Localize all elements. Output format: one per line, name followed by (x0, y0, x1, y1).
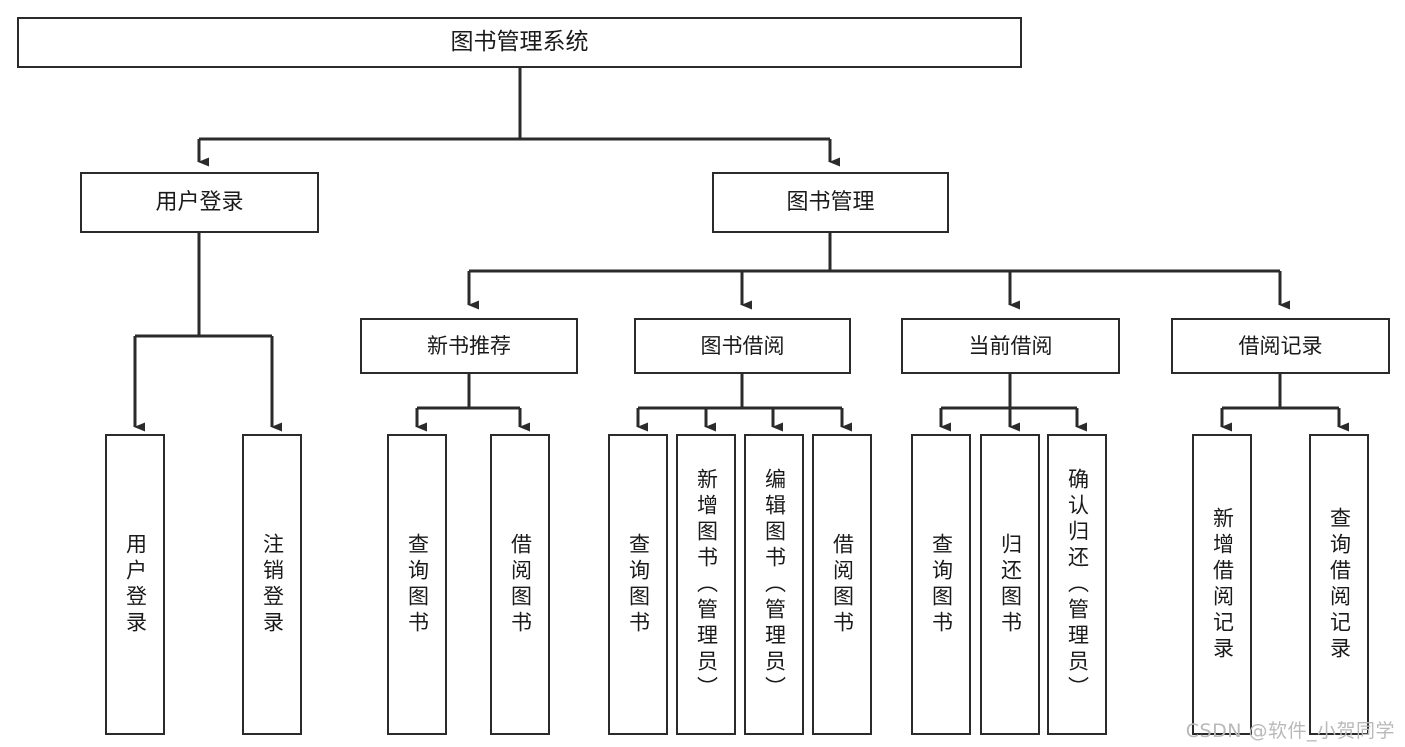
node-leaf-confirm-return-admin-label: 确认归还（管理员） (1065, 467, 1090, 702)
node-user-login-label: 用户登录 (155, 189, 244, 215)
node-leaf-edit-book-admin-label: 编辑图书（管理员） (762, 467, 787, 702)
node-root-label: 图书管理系统 (450, 28, 589, 55)
node-new-book-recommend[interactable]: 新书推荐 (360, 318, 578, 374)
node-leaf-query-borrow-record-label: 查询借阅记录 (1327, 506, 1352, 663)
node-book-borrow[interactable]: 图书借阅 (634, 318, 851, 374)
node-leaf-confirm-return-admin[interactable]: 确认归还（管理员） (1047, 434, 1107, 735)
node-leaf-query-book-3[interactable]: 查询图书 (911, 434, 971, 735)
node-leaf-edit-book-admin[interactable]: 编辑图书（管理员） (744, 434, 804, 735)
node-leaf-borrow-book-1[interactable]: 借阅图书 (490, 434, 550, 735)
node-leaf-logout-login[interactable]: 注销登录 (242, 434, 302, 735)
node-leaf-user-login-label: 用户登录 (123, 532, 148, 637)
node-leaf-add-borrow-record[interactable]: 新增借阅记录 (1192, 434, 1252, 735)
csdn-watermark: CSDN @软件_小贺同学 (1185, 720, 1395, 742)
node-leaf-user-login[interactable]: 用户登录 (105, 434, 165, 735)
node-leaf-borrow-book-2-label: 借阅图书 (830, 532, 855, 637)
node-borrow-record[interactable]: 借阅记录 (1171, 318, 1390, 374)
node-leaf-borrow-book-1-label: 借阅图书 (508, 532, 533, 637)
node-root[interactable]: 图书管理系统 (17, 17, 1022, 68)
node-leaf-add-book-admin[interactable]: 新增图书（管理员） (676, 434, 736, 735)
node-leaf-query-book-3-label: 查询图书 (929, 532, 954, 637)
node-leaf-return-book[interactable]: 归还图书 (980, 434, 1040, 735)
node-leaf-query-book-1-label: 查询图书 (405, 532, 430, 637)
node-leaf-query-borrow-record[interactable]: 查询借阅记录 (1309, 434, 1369, 735)
node-book-manage[interactable]: 图书管理 (712, 172, 949, 233)
node-leaf-add-borrow-record-label: 新增借阅记录 (1210, 506, 1235, 663)
node-leaf-return-book-label: 归还图书 (998, 532, 1023, 637)
node-leaf-logout-login-label: 注销登录 (260, 532, 285, 637)
node-leaf-query-book-2-label: 查询图书 (626, 532, 651, 637)
node-leaf-query-book-2[interactable]: 查询图书 (608, 434, 668, 735)
node-book-manage-label: 图书管理 (786, 189, 875, 215)
node-book-borrow-label: 图书借阅 (700, 333, 785, 358)
node-current-borrow-label: 当前借阅 (968, 333, 1053, 358)
node-leaf-borrow-book-2[interactable]: 借阅图书 (812, 434, 872, 735)
node-new-book-recommend-label: 新书推荐 (427, 333, 511, 358)
node-user-login[interactable]: 用户登录 (80, 172, 319, 233)
node-leaf-query-book-1[interactable]: 查询图书 (387, 434, 447, 735)
node-leaf-add-book-admin-label: 新增图书（管理员） (694, 467, 719, 702)
node-current-borrow[interactable]: 当前借阅 (901, 318, 1120, 374)
node-borrow-record-label: 借阅记录 (1238, 333, 1323, 358)
